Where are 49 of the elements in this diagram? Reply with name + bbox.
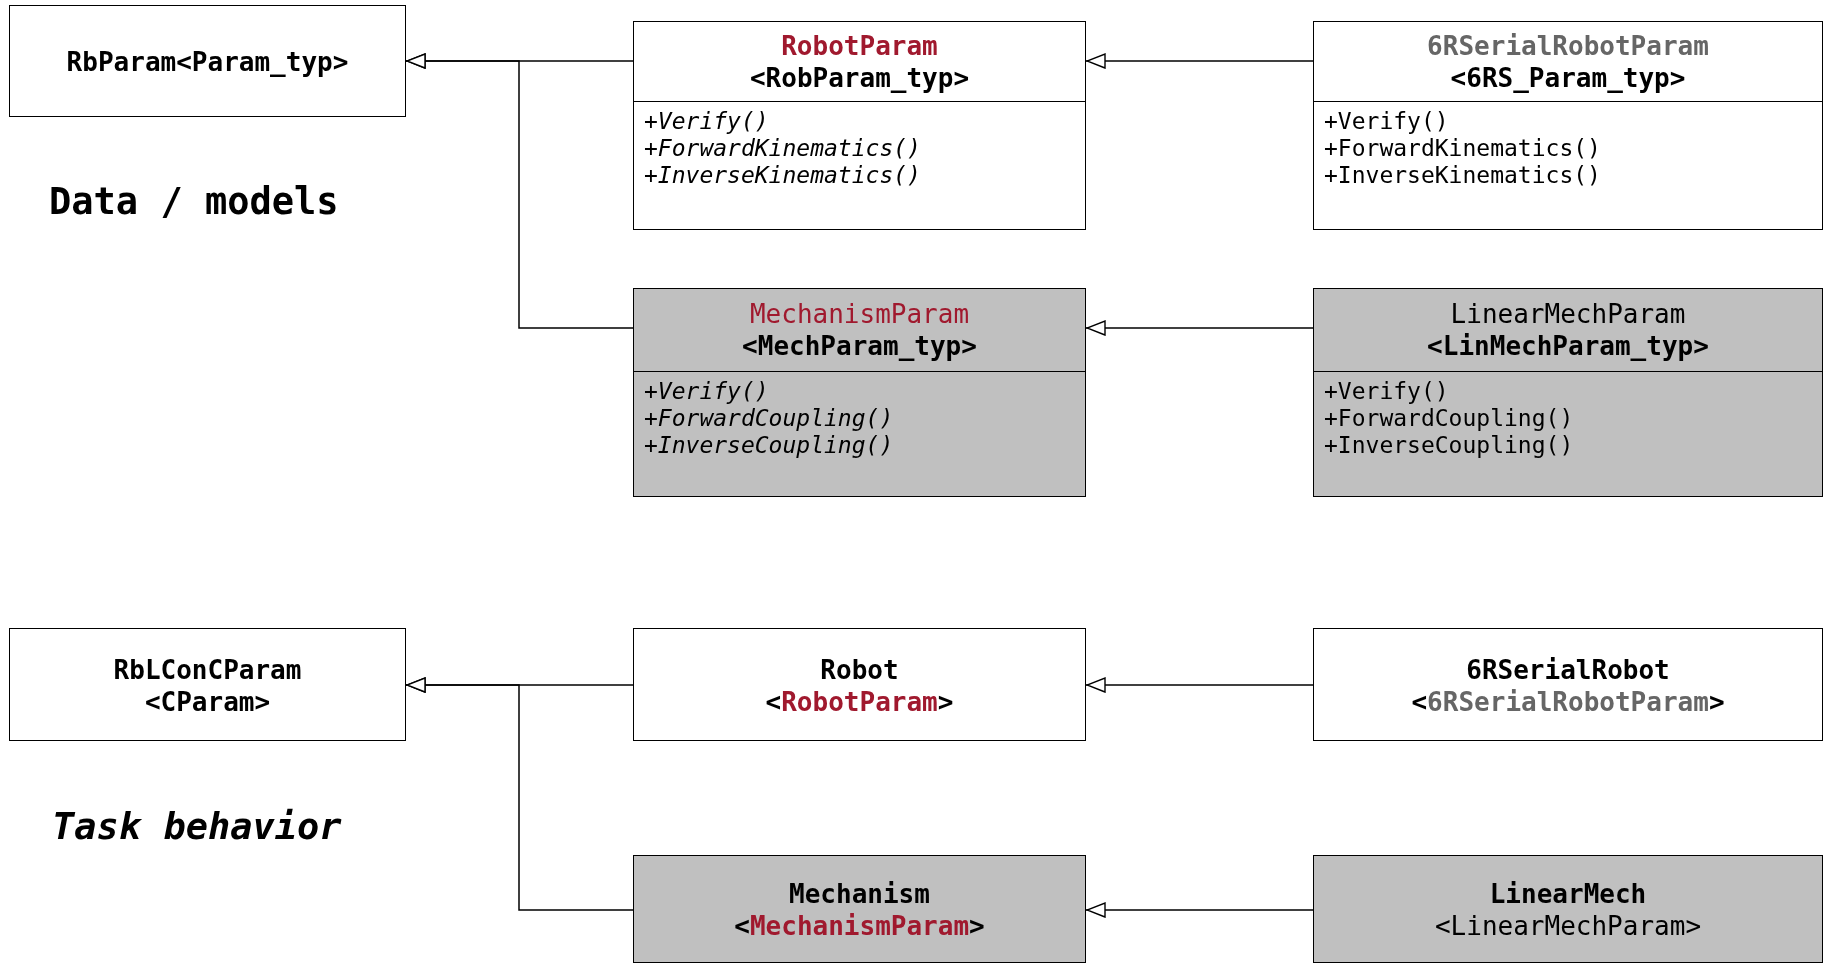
type-parameter: <CParam>: [144, 685, 271, 718]
method-signature: +InverseCoupling(): [1324, 432, 1574, 459]
section-label: Data / models: [49, 180, 339, 223]
method-signature: +Verify(): [1324, 378, 1449, 405]
type-parameter: <RobotParam>: [765, 685, 954, 718]
type-parameter: <6RSerialRobotParam>: [1411, 685, 1725, 718]
method-signature: +ForwardCoupling(): [644, 405, 894, 432]
method-signature: +ForwardKinematics(): [1324, 135, 1601, 162]
class-name: Mechanism: [789, 878, 930, 910]
method-signature: +ForwardKinematics(): [644, 135, 921, 162]
section-label: Task behavior: [52, 805, 342, 848]
method-signature: +InverseCoupling(): [644, 432, 894, 459]
inheritance-arrow: [1085, 53, 1314, 69]
class-name: LinearMechParam: [1450, 298, 1686, 330]
class-name: 6RSerialRobot: [1466, 653, 1670, 686]
class-name: MechanismParam: [749, 298, 970, 330]
class-name: Robot: [820, 653, 899, 686]
inheritance-arrow: [1085, 902, 1314, 918]
class-name: 6RSerialRobotParam: [1427, 29, 1709, 62]
class-box: [1313, 855, 1823, 963]
class-box: [1313, 21, 1823, 230]
method-signature: +InverseKinematics(): [644, 162, 921, 189]
class-box: [633, 855, 1086, 963]
class-box: [633, 21, 1086, 230]
type-parameter: <LinMechParam_typ>: [1427, 330, 1709, 362]
type-parameter: <6RS_Param_typ>: [1450, 61, 1686, 94]
class-name: LinearMech: [1489, 878, 1647, 910]
type-parameter: <RobParam_typ>: [749, 61, 970, 94]
method-signature: +Verify(): [1324, 108, 1449, 135]
class-box: [1313, 628, 1823, 741]
method-signature: +ForwardCoupling(): [1324, 405, 1574, 432]
type-parameter: <LinearMechParam>: [1434, 910, 1702, 942]
type-parameter: <MechanismParam>: [734, 910, 985, 942]
class-name: RobotParam: [781, 29, 938, 62]
inheritance-arrow: [1085, 677, 1314, 693]
class-name: RbLConCParam: [113, 653, 302, 686]
inheritance-arrow: [405, 677, 634, 911]
type-parameter: <MechParam_typ>: [742, 330, 977, 362]
method-signature: +Verify(): [644, 108, 769, 135]
inheritance-arrow: [405, 53, 634, 329]
class-box: [633, 288, 1086, 497]
class-box: [9, 5, 406, 117]
class-box: [633, 628, 1086, 741]
inheritance-arrow: [1085, 320, 1314, 336]
class-name: RbParam<Param_typ>: [66, 46, 349, 78]
method-signature: +InverseKinematics(): [1324, 162, 1601, 189]
class-box: [1313, 288, 1823, 497]
method-signature: +Verify(): [644, 378, 769, 405]
class-box: [9, 628, 406, 741]
